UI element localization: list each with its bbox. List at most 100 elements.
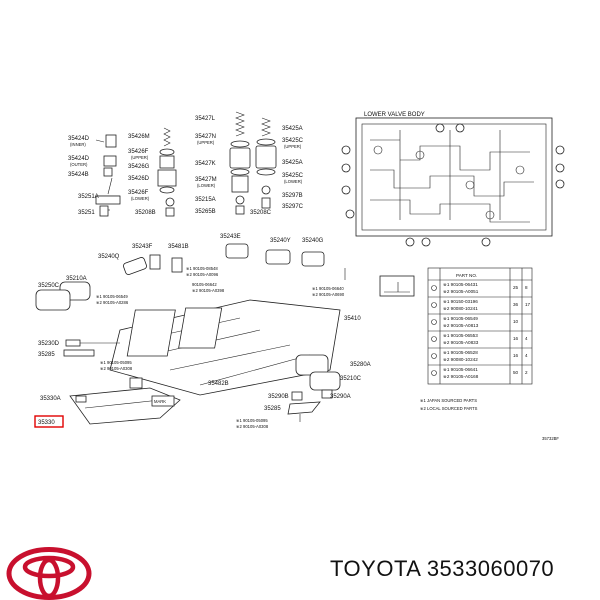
- part-35424d-outer: [103, 155, 117, 167]
- svg-text:※1 90105-06549: ※1 90105-06549: [96, 294, 128, 299]
- bolt-head-icon: [431, 370, 437, 376]
- bolt-callouts: ※1 90105-08548 ※2 90105-A0096 90105-0664…: [96, 266, 345, 429]
- gasket-35330a: [75, 395, 87, 403]
- label-35427m: 35427M: [195, 177, 217, 183]
- part-35285: [63, 349, 95, 357]
- label-35243e: 35243E: [220, 234, 241, 240]
- callout-circle: [341, 145, 351, 155]
- svg-text:(LOWER): (LOWER): [197, 183, 216, 188]
- note-japan-sourced: ※1 JAPAN SOURCED PARTS: [420, 398, 477, 403]
- part-35424b: [103, 167, 113, 177]
- figure-code: 35732BF: [542, 436, 559, 441]
- part-35297c: [261, 197, 271, 209]
- table-frame: [427, 267, 533, 385]
- table-header: PART NO.: [456, 273, 477, 278]
- label-35210c: 35210C: [340, 376, 362, 382]
- table-cell-part-secondary: ※2 90105-A0168: [443, 374, 479, 379]
- valve-body-block: [126, 309, 176, 357]
- valve-body-assembly: MARK: [35, 243, 346, 425]
- label-35426f-lower: 35426F: [128, 190, 149, 196]
- svg-text:※2 90105-A0096: ※2 90105-A0096: [186, 272, 219, 277]
- svg-text:(OUTER): (OUTER): [70, 162, 88, 167]
- table-cell-part-primary: ※1 90105-06431: [443, 282, 478, 287]
- label-35426f-upper: 35426F: [128, 149, 149, 155]
- part-35265b: [235, 195, 245, 205]
- label-35410: 35410: [344, 316, 361, 322]
- valve-body-labels: 35240Q 35243F 35481B 35243E 35240Y 35240…: [38, 234, 371, 426]
- spring-35425a: [261, 117, 271, 137]
- label-35297c: 35297C: [282, 204, 304, 210]
- svg-text:(LOWER): (LOWER): [131, 196, 150, 201]
- table-cell-length: 50: [513, 370, 519, 375]
- table-cell-qty: 17: [525, 302, 531, 307]
- toyota-logo-icon: [6, 547, 92, 600]
- label-35285-lower: 35285: [264, 406, 281, 412]
- part-35425c-upper: [256, 138, 276, 146]
- table-cell-part-primary: ※1 90105-06641: [443, 367, 478, 372]
- upper-left-valve-group: [95, 111, 277, 217]
- part-35290a: [321, 389, 333, 399]
- label-35426m: 35426M: [128, 134, 150, 140]
- bolt-callout: ※1 90105-08548: [186, 266, 218, 271]
- solenoid-35240y: [265, 249, 291, 265]
- label-35210a: 35210A: [66, 276, 87, 282]
- bolt-diagram-box: [379, 275, 415, 297]
- svg-text:※2 90105-A0308: ※2 90105-A0308: [100, 366, 133, 371]
- label-35297b: 35297B: [282, 193, 303, 199]
- part-35290b: [291, 391, 303, 401]
- svg-text:(LOWER): (LOWER): [284, 179, 303, 184]
- svg-text:(INNER): (INNER): [70, 142, 86, 147]
- label-35250c: 35250C: [38, 283, 60, 289]
- part-35251: [99, 205, 109, 217]
- label-35265b: 35265B: [195, 209, 216, 215]
- solenoid-35240g: [301, 251, 325, 267]
- label-35424d-outer: 35424D: [68, 156, 90, 162]
- label-35230d: 35230D: [38, 341, 60, 347]
- spring-35427l: [235, 111, 245, 137]
- part-35426d: [157, 169, 177, 187]
- table-cell-length: 25: [513, 285, 519, 290]
- label-35290a: 35290A: [330, 394, 351, 400]
- table-cell-part-primary: ※1 90150-03196: [443, 299, 478, 304]
- svg-text:(UPPER): (UPPER): [131, 155, 149, 160]
- part-35426f-upper: [159, 148, 175, 156]
- label-35240y: 35240Y: [270, 238, 291, 244]
- table-cell-qty: 4: [525, 353, 528, 358]
- table-cell-length: 10: [513, 319, 519, 324]
- label-35425a-2: 35425A: [282, 160, 303, 166]
- table-cell-length: 16: [513, 353, 519, 358]
- part-35285-lower: [287, 401, 321, 415]
- solenoid-35243e: [225, 243, 249, 259]
- label-35482b: 35482B: [208, 381, 229, 387]
- bolt-head-icon: [431, 302, 437, 308]
- mark-box: [151, 395, 175, 407]
- svg-text:※1 90105-05095: ※1 90105-05095: [100, 360, 132, 365]
- label-35330a: 35330A: [40, 396, 61, 402]
- highlight-35330: [34, 415, 64, 428]
- label-35424d-inner: 35424D: [68, 136, 90, 142]
- table-cell-part-secondary: ※2 90105-A0833: [443, 340, 479, 345]
- part-35208c: [235, 205, 245, 215]
- part-35215a-small: [165, 197, 175, 207]
- label-35427n: 35427N: [195, 134, 216, 140]
- table-cell-part-secondary: ※2 90080-10241: [443, 306, 478, 311]
- bolt-table: PART NO.: [379, 267, 533, 385]
- table-cell-qty: 8: [525, 285, 528, 290]
- label-35425a: 35425A: [282, 126, 303, 132]
- exploded-parts-diagram: 35424D (INNER) 35424D (OUTER) 35424B 352…: [34, 111, 565, 441]
- spring-35426m: [163, 127, 171, 147]
- label-35208c: 35208C: [250, 210, 272, 216]
- bolt-head-icon: [431, 353, 437, 359]
- label-35251: 35251: [78, 210, 95, 216]
- label-35425c-lower: 35425C: [282, 173, 304, 179]
- title-lower-valve-body: LOWER VALVE BODY: [364, 112, 425, 118]
- label-35290b: 35290B: [268, 394, 289, 400]
- part-35481b: [171, 257, 183, 273]
- table-cell-length: 36: [513, 302, 519, 307]
- lower-valve-body-inset: LOWER VALVE BODY: [341, 112, 565, 247]
- part-35251a: [95, 195, 121, 205]
- label-35427l: 35427L: [195, 116, 216, 122]
- table-cell-part-primary: ※1 90105-06549: [443, 316, 478, 321]
- bolt-head-icon: [431, 285, 437, 291]
